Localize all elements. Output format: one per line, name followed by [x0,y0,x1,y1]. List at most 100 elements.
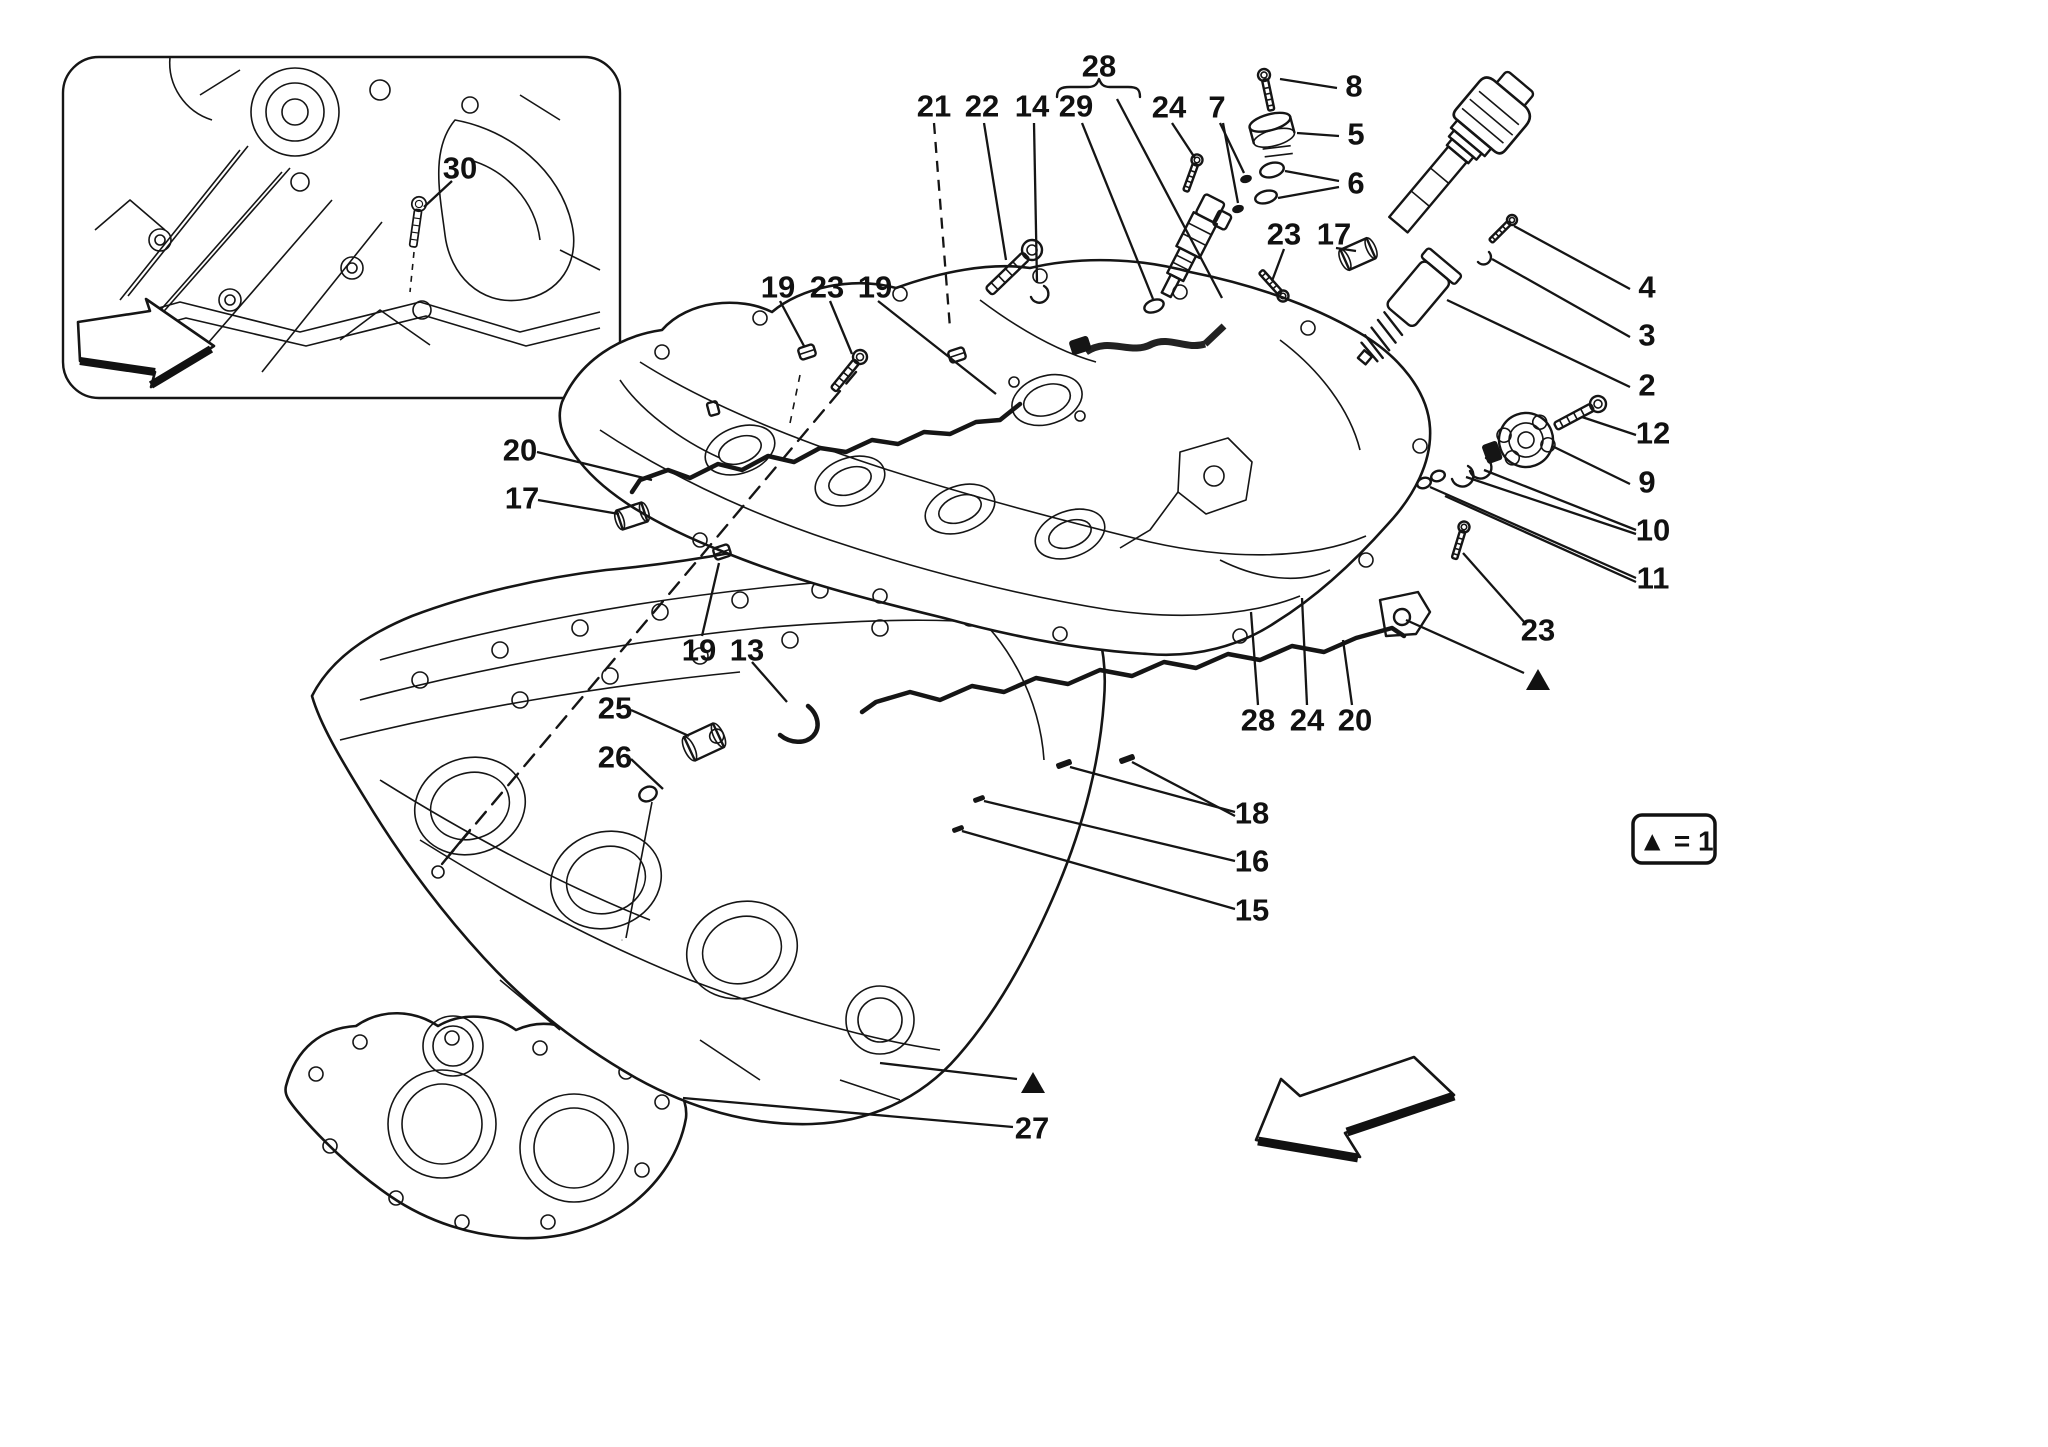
leader-line [536,450,653,482]
callout-5-9: 5 [1296,117,1365,152]
leader-line [1300,597,1309,706]
callout-18-33: 18 [1069,760,1269,831]
head-gasket-27 [284,1011,688,1240]
callout-7-7: 7 [1208,90,1246,204]
ignition-coil [1388,70,1535,234]
leader-line [1462,552,1526,624]
callout-23-11: 23 [1267,217,1301,282]
callout-number: 3 [1638,318,1655,353]
leader-line [1444,494,1637,584]
leader-line [982,122,1008,261]
inset-overview [61,55,622,400]
leader-line [828,300,854,355]
fasteners-and-seals [611,67,1610,939]
callout-number: 22 [965,89,999,124]
callout-24-31: 24 [1290,597,1325,738]
callout-number: 14 [1015,89,1050,124]
leader-line [1115,98,1224,299]
callout-number: 16 [1235,844,1269,879]
callout-30-0: 30 [423,151,477,208]
leader-line [1446,298,1631,389]
triangle-icon [1526,669,1550,690]
callout-number: 29 [1059,89,1093,124]
callout-number: 17 [1317,217,1351,252]
callout-28-4: 28 [1082,49,1224,299]
callout-number: 19 [858,270,892,305]
bolt-8 [1256,67,1279,113]
callout-number: 5 [1347,117,1364,152]
leader-line [932,122,952,329]
leader-line [879,1061,1018,1081]
callout-number: 10 [1636,513,1670,548]
leader-line [1080,122,1155,300]
leader-line [423,180,453,208]
callout-number: 9 [1638,465,1655,500]
leader-line [1513,224,1631,291]
callout-number: 2 [1638,368,1655,403]
callout-number: 15 [1235,893,1269,928]
sensor-28-29 [1160,193,1233,299]
callout-19-26: 19 [682,562,721,668]
callout-number: 18 [1235,796,1269,831]
triangle-marker-0 [1405,618,1550,690]
cover-gasket-rails [629,401,1407,715]
leader-line [537,498,620,516]
oring-6-a [1259,161,1285,179]
callout-29-5: 29 [1059,89,1155,300]
vvt-solenoid-2 [1356,247,1463,366]
callout-25-28: 25 [598,691,690,738]
callout-number: 23 [810,270,844,305]
callout-number: 24 [1290,703,1325,738]
legend-box [1631,813,1717,865]
legend-label: ▲ = 1 [1638,826,1713,857]
stud-18-a [1056,759,1072,769]
callout-12-16: 12 [1581,415,1670,451]
callout-number: 19 [761,270,795,305]
oring-11-b [1430,469,1446,483]
leader-line [983,799,1236,863]
cap-5 [1248,111,1296,158]
callout-number: 30 [443,151,477,186]
callout-6-10: 6 [1277,166,1365,201]
triangle-icon [1021,1072,1045,1093]
leader-line [1465,475,1637,536]
seal-26 [638,785,658,803]
brace-28 [1055,77,1142,99]
callout-number: 28 [1241,703,1275,738]
callout-number: 11 [1637,561,1670,596]
callout-11-19: 11 [1429,485,1670,596]
callout-14-3: 14 [1015,89,1050,284]
leader-line [1131,760,1236,818]
washer-3 [1476,250,1493,266]
callout-number: 20 [1338,703,1372,738]
callout-22-2: 22 [965,89,1008,261]
leader-line [1032,122,1039,284]
callout-27-36: 27 [682,1096,1049,1146]
seal-7-a [1240,174,1252,184]
callout-23-22: 23 [810,270,854,355]
inset-border [61,55,622,400]
callout-10-18: 10 [1465,468,1670,548]
callout-number: 23 [1521,613,1555,648]
callout-number: 7 [1208,90,1225,125]
callout-19-23: 19 [858,270,997,395]
oring-29 [1143,298,1165,314]
leader-line [1581,415,1637,437]
camshaft-cover-details [599,268,1428,644]
leader-line [1171,122,1196,159]
callout-number: 12 [1636,416,1670,451]
leader-line [1277,185,1340,200]
bolt-4 [1486,212,1520,246]
leader-line [778,300,806,347]
callout-23-20: 23 [1462,552,1555,648]
harness [1069,323,1227,356]
callout-13-27: 13 [730,633,788,703]
callout-9-17: 9 [1551,444,1656,500]
leader-line [877,300,997,395]
callout-number: 23 [1267,217,1301,252]
leader-line [1335,246,1357,253]
ring-10-a [1450,464,1475,488]
bolt-30-axis [409,251,415,293]
